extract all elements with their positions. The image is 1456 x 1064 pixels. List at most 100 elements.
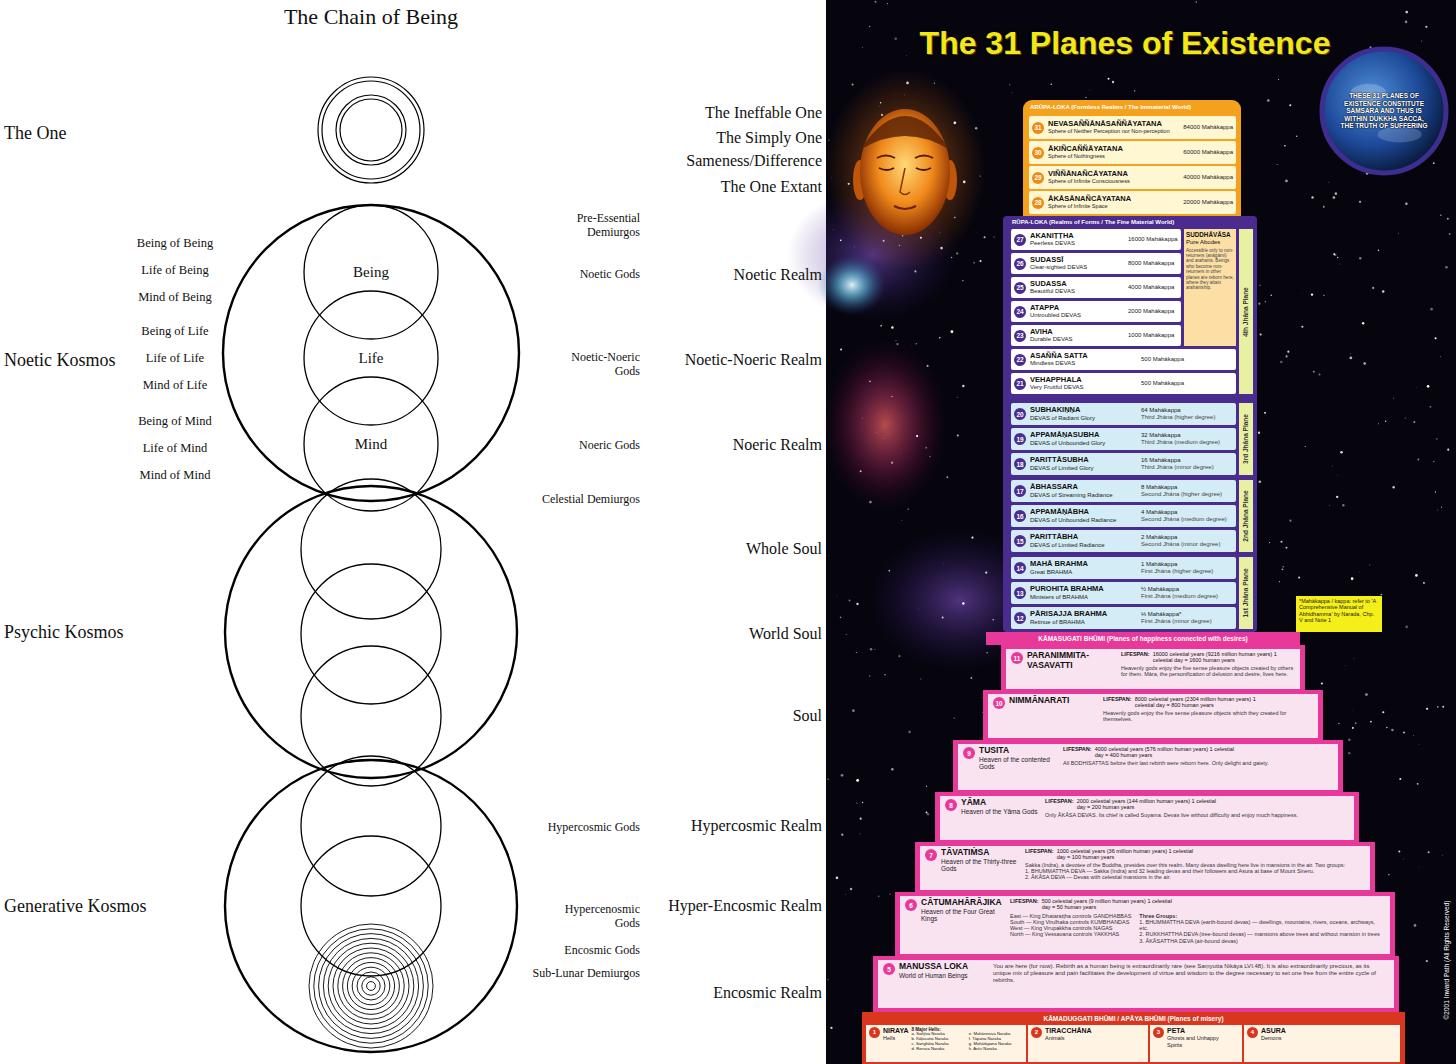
node-text: THESE 31 PLANES OF EXISTENCE CONSTITUTE … [1340,92,1428,130]
star [1311,293,1313,295]
node-text: DEVAS of Limited Radiance [1030,542,1141,549]
side-label: World Soul [749,625,822,643]
star [891,326,893,328]
sphere-ring [352,967,390,1005]
star [1423,582,1425,584]
node-text: 22 [1016,356,1023,363]
star [869,381,871,383]
star [1280,361,1282,363]
star [1348,752,1350,754]
star [1405,21,1408,24]
node-text: 9 [967,750,971,757]
star [1405,11,1408,14]
star [1276,164,1278,166]
node-text: 500 celestial years (9 million human yea… [1042,898,1182,911]
node-text: 16 Mahākappa [1141,457,1233,464]
star [1335,192,1338,195]
realm-circle [301,836,441,976]
star [1449,233,1451,235]
star [914,270,916,272]
nose [900,168,910,195]
node-text: World of Human Beings [899,972,989,980]
node-text: 16000 celestial years (9216 million huma… [1153,651,1293,664]
node-text: PUROHITA BRAHMA [1030,585,1141,594]
node-text: 20000 Mahākappa [1183,199,1233,206]
star [946,476,948,478]
star [916,435,918,437]
text-slot: MAHĀ BRAHMAGreat BRAHMA [1030,560,1141,576]
star [891,396,892,397]
one-circle [318,77,424,183]
stair-step [983,690,1323,742]
node-text: DEVAS of Streaming Radiance [1030,492,1141,499]
node-text: d. Roruva Naraka [912,1047,966,1052]
node-text: 4000 celestial years (576 million human … [1095,746,1235,759]
node-text: 14 [1016,565,1023,572]
jhana-band: 4th Jhāna Plane [1239,229,1253,394]
star [1258,480,1261,483]
star [1349,357,1352,360]
node-text: TIRACCHĀNA [1045,1027,1092,1035]
star [1426,960,1428,962]
stair-frame [873,645,1399,1012]
node-text: South — King Virulhaka controls KUMBHAND… [1010,919,1131,925]
text-slot: KĀMADUGGATI BHŪMI / APĀYA BHŪMI (Planes … [862,1012,1405,1025]
star [918,608,920,610]
star [850,888,853,891]
star [916,343,918,345]
text-slot: LIFESPAN:8000 celestial years (2304 mill… [1103,696,1313,709]
node-text: 2 Mahākappa [1141,534,1233,541]
star [1415,574,1418,577]
node-text: ASAÑÑA SATTA [1030,352,1141,361]
node-text: Animals [1045,1035,1092,1042]
star [1302,292,1304,294]
side-label: Psychic Kosmos [4,622,124,643]
star [1440,215,1441,216]
node-text: PARITTĀBHA [1030,533,1141,542]
star [830,1027,832,1029]
text-slot: 2000 Mahākappa [1128,308,1178,315]
node-text: LIFESPAN: [1103,696,1132,702]
node-text: 26 [1016,260,1023,267]
star [869,675,871,677]
node-text: 2000 celestial years (144 million human … [1077,798,1217,811]
text-slot: MANUSSA LOKAWorld of Human Beings [899,962,989,979]
globe [1322,49,1446,173]
text-slot: LIFESPAN:16000 celestial years (9216 mil… [1121,651,1295,664]
text-slot: AKANIṬṬHAPeerless DEVAS [1030,232,1128,248]
star [859,833,860,834]
node-text: PETA [1167,1027,1227,1035]
star [926,786,927,787]
star [1344,664,1346,666]
text-slot: APPAMĀṆASUBHADEVAS of Unbounded Glory [1030,431,1141,447]
node-text: Accessible only to non-returners (anāgām… [1186,248,1234,291]
star [876,432,878,434]
side-label: Being of Life [141,324,208,338]
side-label: Pre-Essential Demiurgos [545,212,640,240]
star [1289,520,1291,522]
text-slot: 1 MahākappaFirst Jhāna (higher degree) [1141,561,1233,575]
side-label: Encosmic Gods [564,944,640,958]
text-slot: You are here (for now). Rebirth as a hum… [993,962,1389,985]
node-text: 4th Jhāna Plane [1242,287,1250,337]
node-text: Heaven of the Yāma Gods [961,808,1041,816]
plane-step: 8YĀMAHeaven of the Yāma GodsLIFESPAN:200… [940,796,1354,840]
stair-step [873,956,1399,1012]
side-label: Whole Soul [746,540,822,558]
star [908,731,911,734]
star [1418,744,1420,746]
star [939,337,941,339]
star [1298,577,1300,579]
node-text: 8000 celestial years (2304 million human… [1135,696,1275,709]
star [1353,658,1355,660]
text-slot: 8 Major Hells:a. Sañjīva Narakab. Kāḷasu… [912,1027,1023,1051]
node-text: First Jhāna (higher degree) [1141,568,1233,575]
star [888,570,889,571]
side-label: Being of Being [137,236,213,250]
text-slot: 13 [1014,587,1026,599]
side-label: Life of Life [146,351,204,365]
face-glow [825,70,985,270]
star [856,779,859,782]
node-text: ⅓ Mahākappa* [1141,611,1233,618]
node-text: 500 Mahākappa [1141,380,1233,387]
